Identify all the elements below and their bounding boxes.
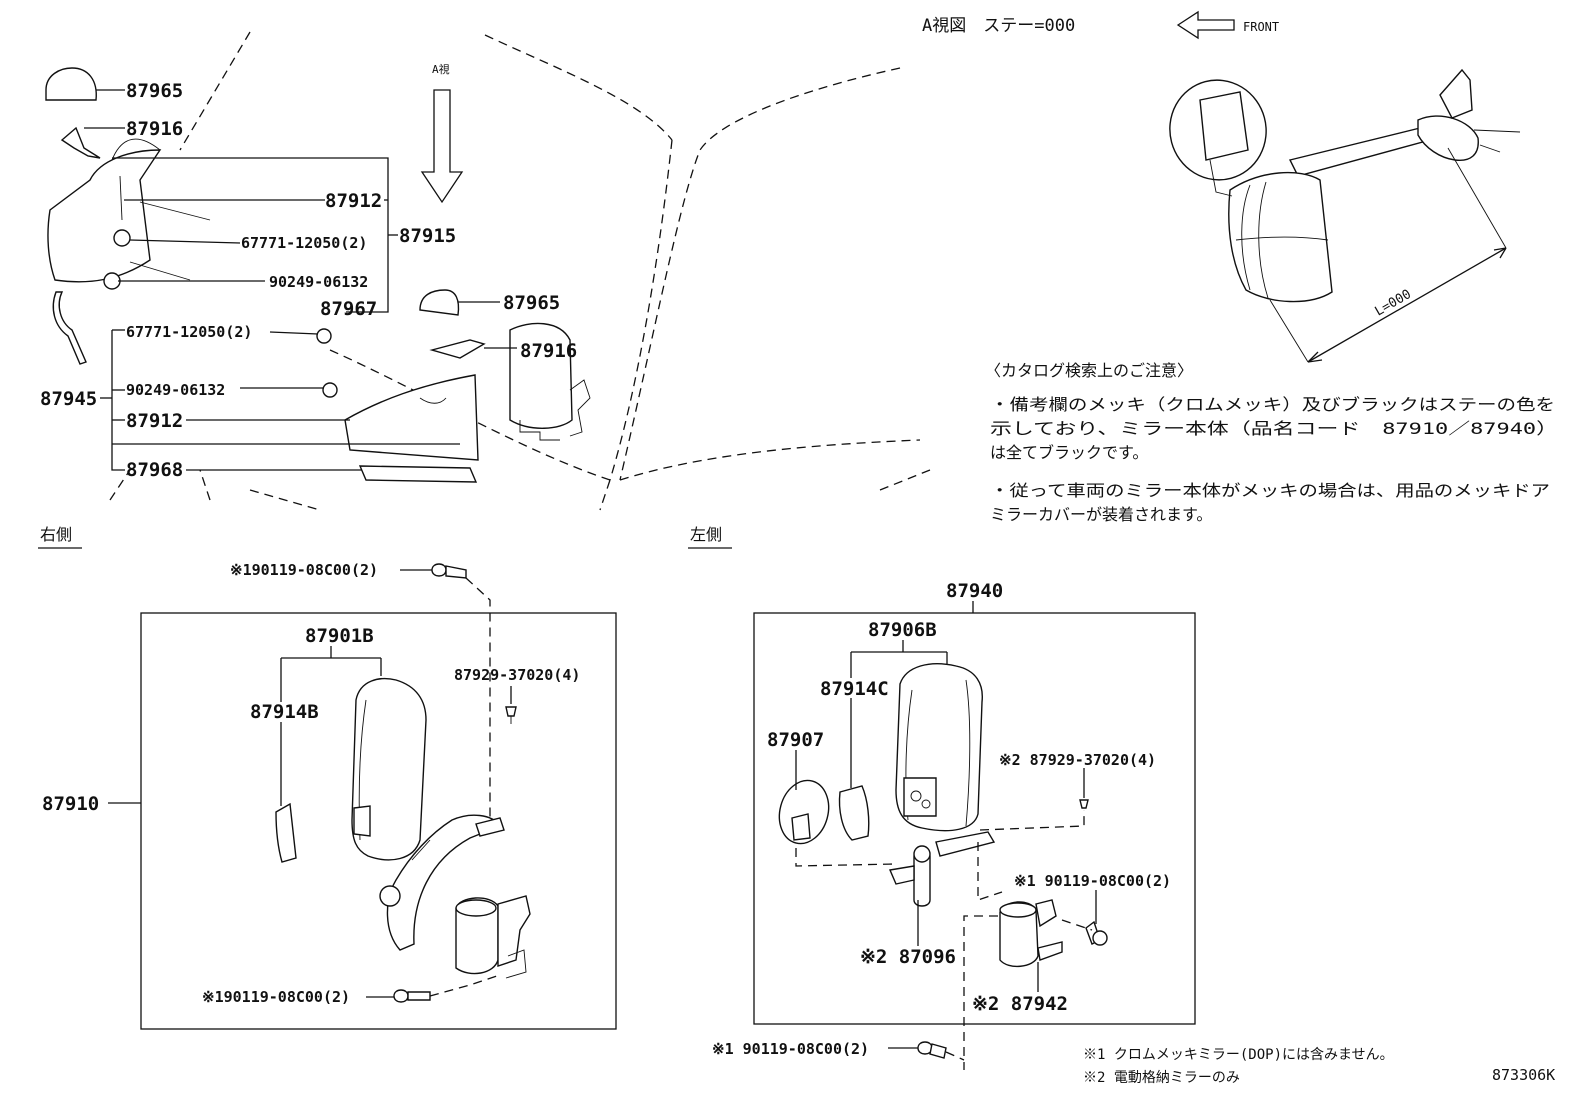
- part-87914C: 87914C: [820, 678, 889, 700]
- left-bracket-drawing: [316, 289, 591, 483]
- part-87942: ※2 87942: [972, 993, 1068, 1015]
- part-90249-b: 90249-06132: [126, 381, 225, 399]
- part-87965-b: 87965: [503, 292, 560, 314]
- part-87901B: 87901B: [305, 625, 374, 647]
- front-label: FRONT: [1243, 20, 1279, 34]
- notes-line-3: は全てブラックです。: [990, 443, 1148, 462]
- part-87915: 87915: [399, 225, 456, 247]
- vehicle-outline: [109, 31, 931, 511]
- part-87967: 87967: [320, 298, 377, 320]
- part-67771-b: 67771-12050(2): [126, 323, 252, 341]
- left-assembly-frame: [753, 612, 1196, 1025]
- top-left-leaders: [84, 89, 517, 471]
- part-90249-a: 90249-06132: [269, 273, 368, 291]
- notes-line-5: ミラーカバーが装着されます。: [990, 505, 1212, 524]
- front-arrow: FRONT: [1176, 10, 1279, 40]
- part-87916-a: 87916: [126, 118, 183, 140]
- part-87914B: 87914B: [250, 701, 319, 723]
- a-view-arrow: A視: [420, 62, 464, 204]
- diagram-code: 873306K: [1492, 1066, 1555, 1084]
- catalog-notes: 〈カタログ検索上のご注意〉 ・備考欄のメッキ（クロムメッキ）及びブラックはステー…: [985, 361, 1558, 524]
- footnote-1: ※1 クロムメッキミラー(DOP)には含みません。: [1083, 1047, 1394, 1063]
- notes-heading: 〈カタログ検索上のご注意〉: [985, 361, 1193, 380]
- footnote-2: ※2 電動格納ミラーのみ: [1083, 1070, 1240, 1086]
- notes-line-2: 示しており、ミラー本体（品名コード 87910／87940）: [990, 419, 1558, 438]
- section-right-label: 右側: [40, 525, 72, 544]
- part-87968: 87968: [126, 459, 183, 481]
- part-87096: ※2 87096: [860, 946, 956, 968]
- part-87940: 87940: [946, 580, 1003, 602]
- a-view-title: A視図 ステー=000: [922, 16, 1075, 36]
- right-assembly-leaders: [108, 569, 512, 998]
- right-screw: 87929-37020(4): [454, 666, 580, 684]
- part-87965-a: 87965: [126, 80, 183, 102]
- right-bracket-drawing: [45, 67, 211, 365]
- part-87907: 87907: [767, 729, 824, 751]
- left-screw: ※2 87929-37020(4): [999, 751, 1156, 769]
- right-bolt-bottom: ※190119-08C00(2): [202, 988, 350, 1006]
- part-87912-b: 87912: [126, 410, 183, 432]
- right-assembly-drawing: [275, 563, 531, 1003]
- a-view-arrow-label: A視: [432, 62, 450, 76]
- a-view-mirror-drawing: L=000: [1169, 68, 1521, 363]
- part-67771-a: 67771-12050(2): [241, 234, 367, 252]
- notes-line-4: ・従って車両のミラー本体がメッキの場合は、用品のメッキドア: [990, 481, 1550, 500]
- part-87916-b: 87916: [520, 340, 577, 362]
- part-87945: 87945: [40, 388, 97, 410]
- left-assembly-leaders: [795, 640, 1097, 1049]
- part-87910: 87910: [42, 793, 99, 815]
- left-bolt-bottom: ※1 90119-08C00(2): [712, 1040, 869, 1058]
- notes-line-1: ・備考欄のメッキ（クロムメッキ）及びブラックはステーの色を: [990, 395, 1555, 414]
- right-assembly-frame: [140, 612, 617, 1030]
- left-assembly-drawing: [778, 663, 1108, 1070]
- right-bolt-top: ※190119-08C00(2): [230, 561, 378, 579]
- section-left-label: 左側: [690, 525, 722, 544]
- part-87906B: 87906B: [868, 619, 937, 641]
- length-label: L=000: [1373, 287, 1414, 320]
- left-bolt-mid: ※1 90119-08C00(2): [1014, 872, 1171, 890]
- part-87912-a: 87912: [325, 190, 382, 212]
